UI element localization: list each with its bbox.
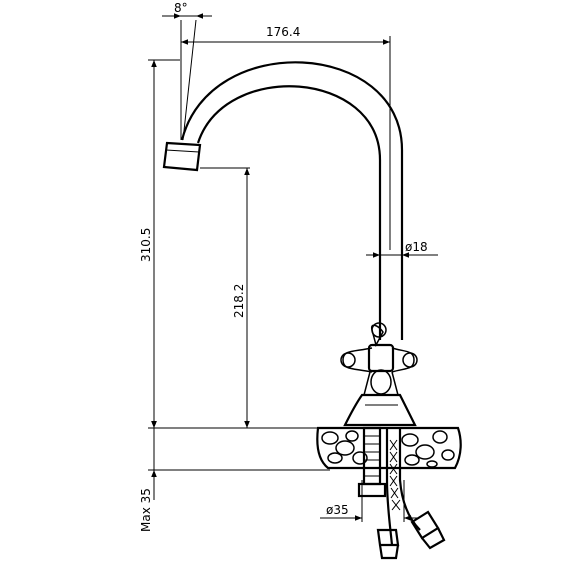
aerator-band (165, 149, 200, 153)
angle-dimension: 8° (162, 1, 212, 141)
pipe-diameter-dimension: ø18 (366, 240, 438, 258)
reach-label: 176.4 (266, 25, 300, 39)
spout-height-dimension: 218.2 (200, 167, 250, 428)
faucet-body (162, 61, 462, 560)
mount-diameter-dimension: ø35 (320, 480, 418, 522)
total-height-label: 310.5 (139, 228, 153, 262)
spout-outer-curve (180, 61, 404, 340)
decorative-base (316, 426, 462, 470)
angle-label: 8° (174, 1, 188, 15)
threaded-stud (357, 426, 387, 498)
max-thickness-dimension: Max 35 (139, 412, 157, 532)
valve-body (343, 393, 417, 427)
pipe-diameter-label: ø18 (405, 240, 428, 254)
spout-inner-curve (196, 85, 382, 340)
reach-dimension: 176.4 (181, 25, 391, 250)
spout-height-label: 218.2 (232, 284, 246, 318)
total-height-dimension: 310.5 (139, 59, 180, 428)
max-thickness-label: Max 35 (139, 488, 153, 532)
flex-hoses (376, 428, 446, 560)
mount-diameter-label: ø35 (326, 503, 349, 517)
spout-aerator (162, 141, 202, 172)
